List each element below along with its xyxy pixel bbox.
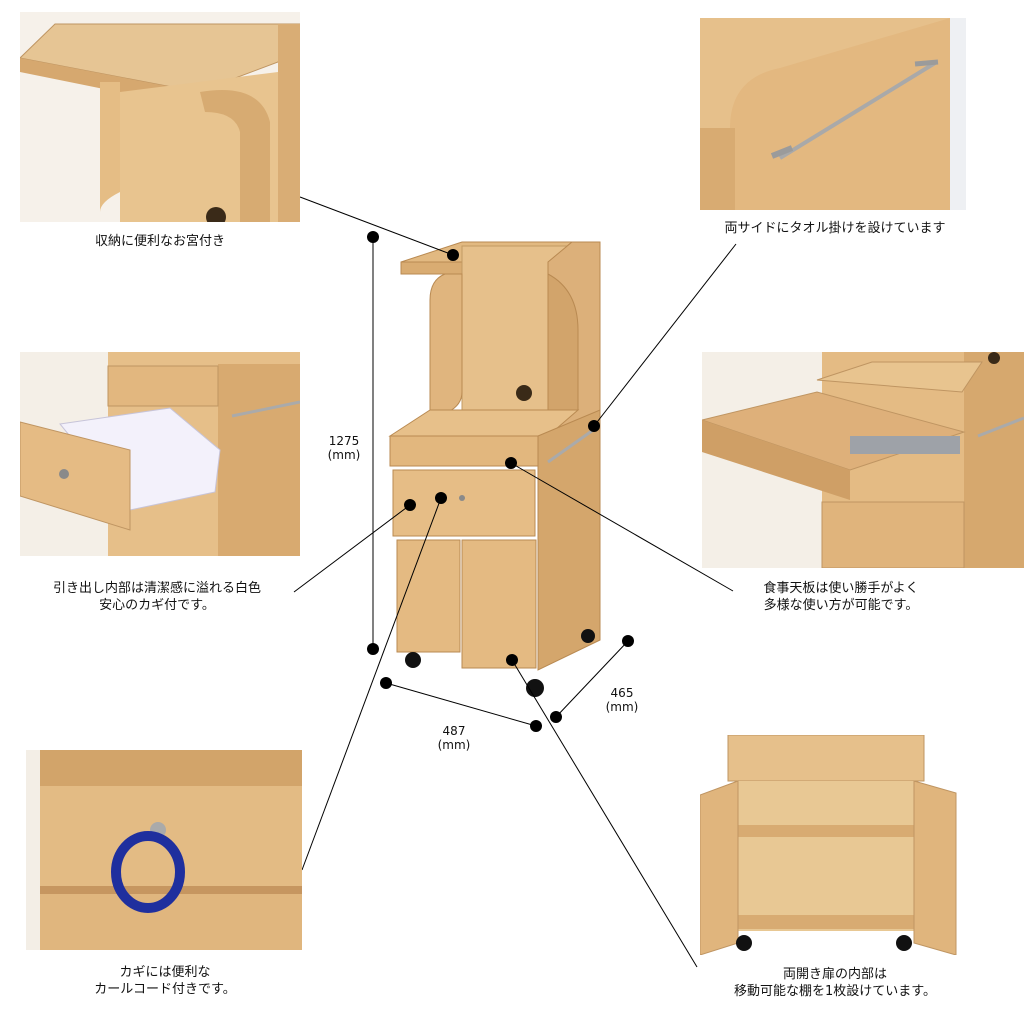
caption-bottom-left: カギには便利な カールコード付きです。 (50, 964, 280, 998)
dimension-height-value: 1275 (328, 434, 360, 448)
dimension-width: 487 (mm) (428, 724, 480, 752)
caption-bottom-right-line2: 移動可能な棚を1枚設けています。 (734, 984, 936, 999)
caption-mid-left-line2: 安心のカギ付です。 (99, 598, 215, 613)
photo-open-doors (700, 735, 960, 955)
main-cabinet (388, 241, 601, 697)
caption-top-left: 収納に便利なお宮付き (94, 234, 225, 249)
caption-bottom-left-line2: カールコード付きです。 (94, 982, 236, 997)
caption-mid-left-line1: 引き出し内部は清潔感に溢れる白色 (52, 581, 261, 596)
leader-dots (404, 249, 600, 666)
dimension-depth: 465 (mm) (596, 686, 648, 714)
dimension-height: 1275 (mm) (318, 434, 370, 462)
caption-mid-right-line2: 多様な使い方が可能です。 (763, 598, 919, 613)
photo-slide-board (702, 352, 1024, 568)
caption-mid-right: 食事天板は使い勝手がよく 多様な使い方が可能です。 (706, 580, 976, 614)
photo-top-shelf (20, 12, 300, 222)
dimension-width-value: 487 (442, 724, 466, 738)
photo-key-coil (26, 750, 302, 950)
caption-bottom-right: 両開き扉の内部は 移動可能な棚を1枚設けています。 (700, 966, 970, 1000)
dimension-dots (367, 231, 634, 732)
caption-mid-left: 引き出し内部は清潔感に溢れる白色 安心のカギ付です。 (22, 580, 292, 614)
leader-lines (293, 196, 737, 968)
dimension-lines (372, 237, 629, 727)
caption-bottom-left-line1: カギには便利な (119, 965, 211, 980)
dimension-depth-value: 465 (610, 686, 634, 700)
caption-mid-right-line1: 食事天板は使い勝手がよく (763, 581, 919, 596)
dimension-height-unit: (mm) (327, 448, 361, 462)
caption-top-right: 両サイドにタオル掛けを設けています (724, 221, 946, 236)
dimension-depth-unit: (mm) (605, 700, 639, 714)
photo-white-drawer (20, 352, 300, 556)
photo-towel-rail (700, 18, 966, 210)
dimension-width-unit: (mm) (437, 738, 471, 752)
caption-bottom-right-line1: 両開き扉の内部は (782, 967, 887, 982)
